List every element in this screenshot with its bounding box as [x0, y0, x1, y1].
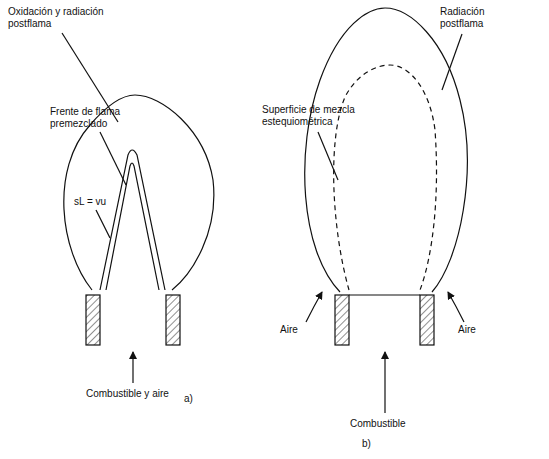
- air-arrow: [306, 292, 322, 322]
- leader-line: [100, 132, 126, 185]
- surface-label: Superficie de mezcla estequiométrica: [262, 104, 374, 128]
- air-label: Aire: [458, 324, 488, 336]
- leader-line: [96, 210, 110, 238]
- flow-arrow: [384, 352, 385, 413]
- panel-letter: b): [362, 438, 382, 450]
- burner-wall: [86, 295, 100, 345]
- panel-letter: a): [184, 393, 204, 405]
- speed-equation: sL = vu: [74, 196, 134, 208]
- air-label: Aire: [280, 324, 310, 336]
- premixed-cone: [100, 150, 165, 290]
- region-label: Radiación postflama: [440, 6, 504, 30]
- premixed-cone-inner: [106, 163, 159, 290]
- burner-wall: [166, 295, 180, 345]
- fuel-exit: [349, 294, 420, 295]
- inlet-label: Combustible: [350, 418, 430, 430]
- flame-front-label: Frente de flama premezclado: [50, 106, 130, 130]
- flow-arrow: [132, 352, 133, 383]
- stoichiometric-surface: [334, 65, 437, 290]
- region-label: Oxidación y radiación postflama: [8, 6, 126, 30]
- air-arrow: [448, 292, 464, 322]
- burner-wall: [420, 295, 434, 345]
- burner-wall: [335, 295, 349, 345]
- leader-line: [442, 34, 462, 90]
- leader-line: [318, 132, 338, 180]
- outer-flame: [305, 8, 468, 292]
- inlet-label: Combustible y aire: [86, 388, 186, 400]
